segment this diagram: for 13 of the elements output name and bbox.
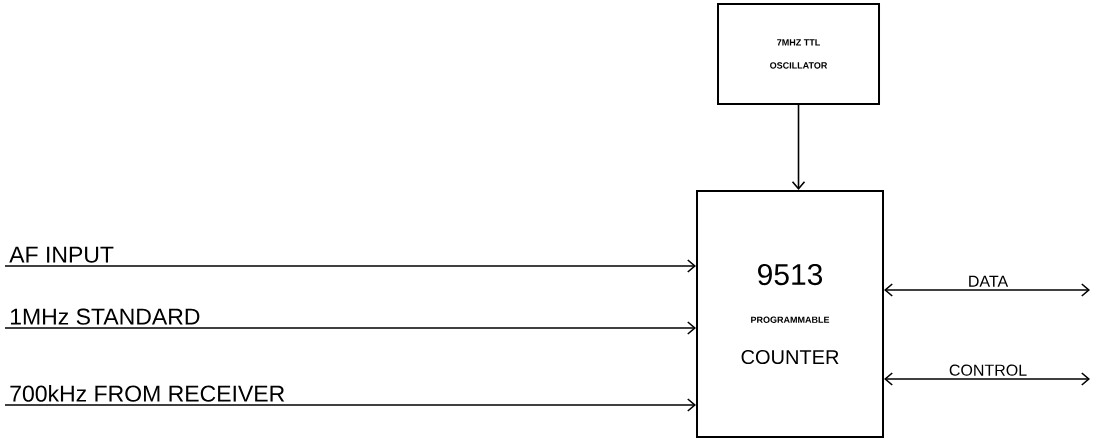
edge-label: DATA bbox=[969, 275, 1009, 287]
block-box: 7MHZ TTL OSCILLATOR bbox=[717, 3, 880, 105]
edge-label: AF INPUT bbox=[9, 246, 114, 263]
edge-label: CONTROL bbox=[949, 364, 1027, 376]
edge-label: 1MHz STANDARD bbox=[10, 308, 200, 325]
block-box: 9513 PROGRAMMABLE COUNTER bbox=[696, 190, 884, 438]
arrow bbox=[884, 372, 1090, 386]
arrow bbox=[791, 104, 806, 190]
arrow bbox=[4, 398, 696, 412]
arrow bbox=[884, 283, 1090, 297]
edge-label: 700kHz FROM RECEIVER bbox=[10, 384, 285, 402]
arrow bbox=[4, 321, 696, 335]
arrow bbox=[4, 259, 696, 273]
